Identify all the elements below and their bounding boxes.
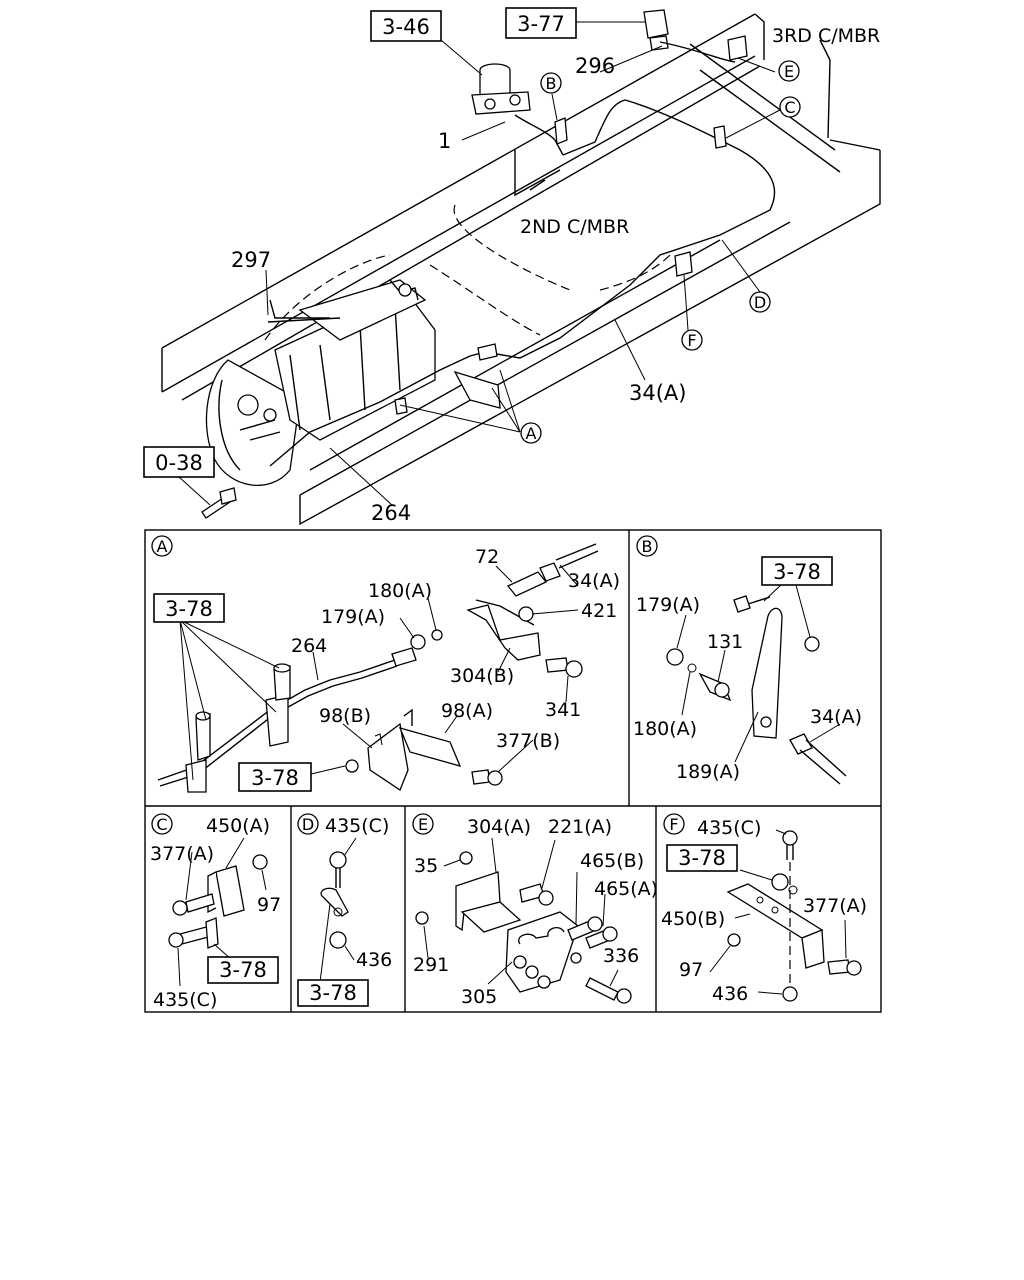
panel-f-label-435c: 435(C) — [697, 817, 761, 839]
callout-d: D — [754, 293, 766, 312]
callout-b: B — [546, 74, 557, 93]
panel-e-label-336: 336 — [603, 945, 639, 967]
panel-f-label-377a: 377(A) — [803, 895, 867, 917]
panel-e-label-304a: 304(A) — [467, 816, 531, 838]
panel-f-label-97: 97 — [679, 959, 703, 981]
panel-f-label-450b: 450(B) — [661, 908, 725, 930]
panel-c-label-450a: 450(A) — [206, 815, 270, 837]
panel-b-ref-3-78: 3-78 — [773, 560, 821, 584]
panel-c: C 3-78 450(A) 377(A) 97 435(C) — [150, 813, 281, 1011]
panel-a-label-304b: 304(B) — [450, 665, 514, 687]
panel-c-label-435c: 435(C) — [153, 989, 217, 1011]
panel-a-label-34a: 34(A) — [568, 570, 620, 592]
part-label-1: 1 — [438, 129, 451, 153]
frame-label-3rd-cmbr: 3RD C/MBR — [772, 25, 880, 47]
panel-a-label-98b: 98(B) — [319, 705, 371, 727]
panel-d-letter: D — [302, 815, 314, 834]
panel-f-ref-3-78: 3-78 — [678, 846, 726, 870]
panel-a-ref-3-78-top: 3-78 — [165, 597, 213, 621]
top-assembly: 3-46 3-77 0-38 3RD C/MBR 2ND C/MBR 296 1… — [143, 7, 881, 526]
panel-e-label-221a: 221(A) — [548, 816, 612, 838]
panel-a-ref-3-78-bottom: 3-78 — [251, 766, 299, 790]
callout-c: C — [784, 98, 795, 117]
panel-f-letter: F — [669, 815, 678, 834]
panel-b-label-189a: 189(A) — [676, 761, 740, 783]
panel-f-label-436: 436 — [712, 983, 748, 1005]
panel-a-letter: A — [157, 537, 168, 556]
pipe-fitting-icon — [643, 9, 669, 51]
panel-e-label-305: 305 — [461, 986, 497, 1008]
panel-b-label-131: 131 — [707, 631, 743, 653]
detail-panels-frame — [144, 529, 882, 1013]
ref-box-3-46: 3-46 — [382, 15, 430, 39]
panel-c-ref-3-78: 3-78 — [219, 958, 267, 982]
panel-a-label-377b: 377(B) — [496, 730, 560, 752]
panel-c-label-377a: 377(A) — [150, 843, 214, 865]
panel-e-label-291: 291 — [413, 954, 449, 976]
panel-b-label-180a: 180(A) — [633, 718, 697, 740]
part-label-264: 264 — [371, 501, 411, 525]
panel-d-label-435c: 435(C) — [325, 815, 389, 837]
panel-b-label-179a: 179(A) — [636, 594, 700, 616]
frame-label-2nd-cmbr: 2ND C/MBR — [520, 216, 629, 238]
panel-c-label-97: 97 — [257, 894, 281, 916]
panel-f: F 3-78 435(C) 377(A) 450(B) 97 436 — [661, 813, 867, 1005]
panel-a-label-264: 264 — [291, 635, 327, 657]
callout-f: F — [687, 331, 696, 350]
part-label-296: 296 — [575, 54, 615, 78]
panel-a-label-180a: 180(A) — [368, 580, 432, 602]
panel-a-label-72: 72 — [475, 546, 499, 568]
panel-e-label-35: 35 — [414, 855, 438, 877]
panel-e-label-465a: 465(A) — [594, 878, 658, 900]
panel-a-label-98a: 98(A) — [441, 700, 493, 722]
panel-a: A — [151, 535, 620, 793]
panel-b-letter: B — [642, 537, 653, 556]
ref-box-3-77: 3-77 — [517, 12, 565, 36]
part-label-297: 297 — [231, 248, 271, 272]
panel-d-ref-3-78: 3-78 — [309, 981, 357, 1005]
callout-e: E — [784, 62, 794, 81]
panel-a-label-179a: 179(A) — [321, 606, 385, 628]
panel-d-label-436: 436 — [356, 949, 392, 971]
panel-b: B 3-78 179(A) 131 180(A) 34(A) 189(A) — [633, 535, 862, 785]
callout-a: A — [526, 424, 537, 443]
panel-a-label-421: 421 — [581, 600, 617, 622]
panel-d: D 3-78 435(C) 436 — [297, 813, 392, 1007]
ref-box-0-38: 0-38 — [155, 451, 203, 475]
panel-c-letter: C — [156, 815, 167, 834]
panel-a-label-341: 341 — [545, 699, 581, 721]
brake-valve-icon — [471, 63, 531, 115]
panel-e: E 304(A) 221(A) 35 465(B) 465(A) 291 305… — [412, 813, 658, 1008]
panel-e-label-465b: 465(B) — [580, 850, 644, 872]
part-label-34a: 34(A) — [629, 381, 686, 405]
panel-e-letter: E — [418, 815, 428, 834]
panel-b-label-34a: 34(A) — [810, 706, 862, 728]
